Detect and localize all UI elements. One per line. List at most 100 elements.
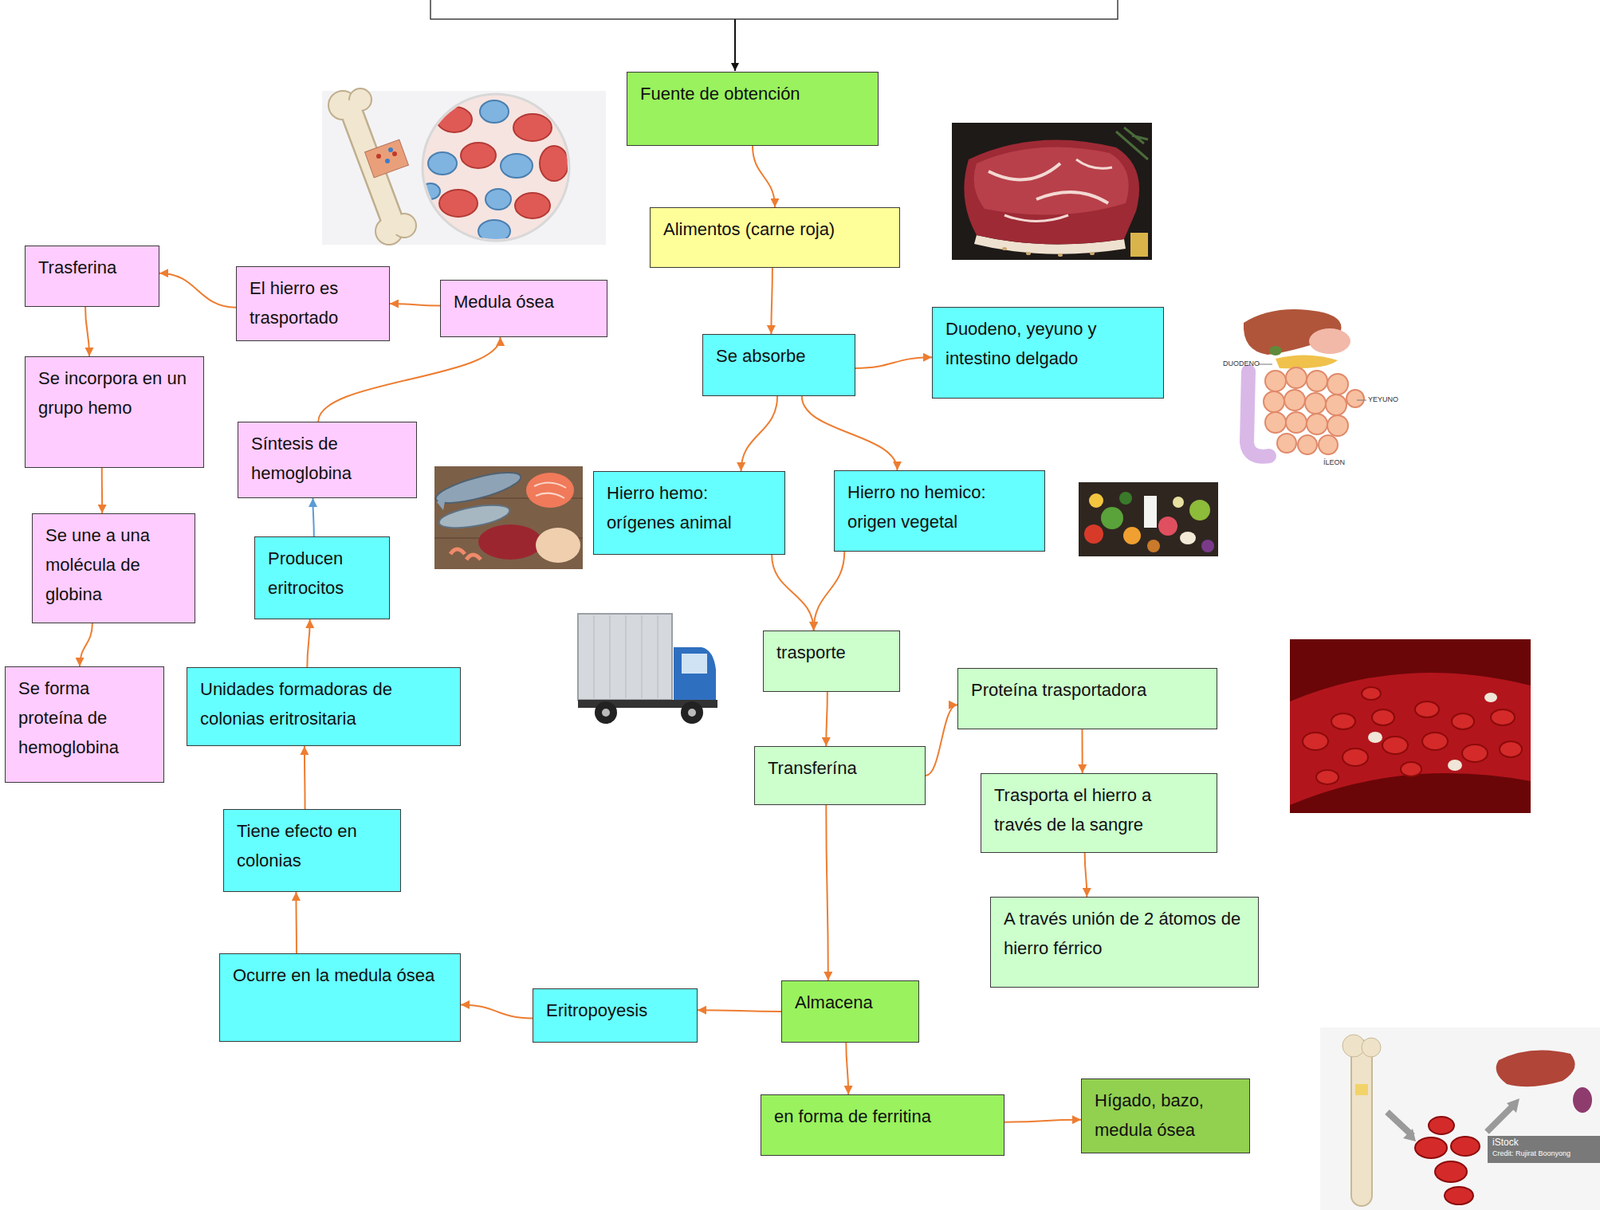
animal-food-photo [450, 549, 481, 560]
flow-arrow [1081, 729, 1083, 774]
flow-arrow [101, 467, 103, 514]
concept-text: Tiene efecto en colonias [236, 816, 388, 876]
image-caption: YEYUNO [1368, 396, 1399, 405]
intestine-picture [1265, 412, 1286, 433]
intestine-picture [1284, 389, 1306, 411]
flow-arrow [79, 623, 93, 667]
concept-box: Se absorbe [702, 334, 856, 397]
blood-vessel-picture [1316, 770, 1339, 785]
concept-text: Producen eritrocitos [267, 543, 377, 603]
intestine-picture [1306, 370, 1328, 392]
intestine-picture [1318, 435, 1338, 455]
truck-icon [593, 615, 595, 699]
blood-vessel-picture [1342, 748, 1369, 767]
bone-blood-liver-picture [1387, 1112, 1413, 1137]
vegetable-food-photo [1123, 526, 1141, 545]
concept-box: Se incorpora en un grupo hemo [24, 356, 205, 468]
blood-cells [439, 189, 478, 217]
truck-icon [577, 613, 673, 700]
concept-box: Hierro hemo: orígenes animal [593, 471, 786, 555]
intestine-picture [1306, 413, 1328, 435]
flow-arrow [1004, 1120, 1082, 1123]
blood-vessel-picture [1361, 687, 1381, 700]
concept-text: Transferína [767, 753, 913, 783]
blood-cells [485, 188, 512, 210]
concept-box: Alimentos (carne roja) [649, 207, 901, 268]
blood-cells [420, 100, 569, 243]
animal-food-photo [478, 524, 543, 560]
truck-icon [577, 613, 718, 724]
flow-arrow [318, 337, 500, 422]
bone-marrow-picture [392, 151, 398, 157]
blood-vessel-picture [1371, 709, 1395, 726]
concept-text: A través unión de 2 átomos de hierro fér… [1003, 904, 1246, 964]
concept-text: Medula ósea [453, 286, 594, 317]
flow-arrow [825, 691, 828, 747]
bone-blood-liver-picture [1428, 1116, 1455, 1135]
blood-vessel-picture [1331, 713, 1356, 730]
empty-top-box [430, 0, 1118, 20]
blood-cells [420, 183, 441, 200]
blood-vessel-picture [1368, 731, 1383, 743]
red-meat-photo [1130, 232, 1148, 257]
intestine-picture [1327, 373, 1349, 395]
blood-vessel-picture [1422, 732, 1448, 751]
concept-text: Se absorbe [715, 341, 842, 371]
truck-icon [687, 708, 696, 717]
animal-food-photo [535, 527, 581, 563]
blood-vessel-picture [1289, 639, 1531, 814]
blood-vessel-picture [1451, 713, 1475, 730]
concept-box: Unidades formadoras de colonias eritrosi… [186, 667, 461, 747]
bone-marrow-picture [365, 139, 409, 178]
concept-box: Medula ósea [440, 279, 608, 338]
concept-text: Alimentos (carne roja) [663, 214, 887, 244]
red-meat-photo [1057, 253, 1063, 257]
animal-food-photo [433, 466, 524, 510]
concept-box: Hígado, bazo, medula ósea [1081, 1078, 1251, 1154]
concept-box: El hierro es trasportado [235, 266, 390, 342]
connector-group [79, 145, 1087, 1123]
flow-arrow [306, 619, 310, 668]
blood-vessel-picture [1415, 701, 1439, 718]
concept-box: Síntesis de hemoglobina [237, 421, 417, 499]
flow-arrow [741, 396, 779, 472]
concept-box: Trasporta el hierro a través de la sangr… [980, 773, 1218, 854]
blood-cells [500, 153, 533, 178]
vegetable-food-photo [1084, 524, 1104, 544]
concept-box: Duodeno, yeyuno y intestino delgado [931, 306, 1164, 399]
bone-blood-liver-picture [1415, 1116, 1480, 1205]
blood-vessel-picture [1400, 762, 1422, 777]
blood-cells [460, 142, 496, 169]
intestine-picture [1356, 400, 1367, 401]
truck-icon [594, 701, 618, 724]
bone-blood-liver-picture [1572, 1087, 1593, 1113]
intestine-picture [1269, 345, 1282, 356]
truck-icon [657, 615, 659, 699]
intestine-picture [1305, 393, 1326, 414]
concept-text: Hierro no hemico: origen vegetal [847, 477, 1032, 537]
blood-cells [514, 192, 551, 219]
animal-food-photo [433, 466, 583, 570]
concept-box: Ocurre en la medula ósea [219, 953, 461, 1042]
concept-box: Hierro no hemico: origen vegetal [833, 470, 1046, 552]
flow-arrow [771, 554, 814, 631]
red-meat-photo [1076, 159, 1113, 169]
animal-food-photo [534, 482, 567, 499]
bone-blood-liver-picture [1487, 1136, 1600, 1164]
intestine-picture [1325, 394, 1347, 416]
blood-vessel-picture [1302, 687, 1522, 785]
blood-vessel-picture [1484, 692, 1498, 703]
flow-arrow [825, 805, 829, 981]
bone-blood-liver-picture [1352, 1050, 1372, 1196]
vegetable-food-photo [1158, 516, 1178, 536]
concept-text: Se forma proteína de hemoglobina [18, 673, 151, 763]
bone-blood-liver-picture [1320, 1027, 1600, 1210]
flow-arrow [801, 396, 898, 471]
blood-vessel-picture [1302, 732, 1329, 751]
concept-text: trasporte [776, 637, 887, 668]
bone-blood-liver-picture [1486, 1104, 1515, 1133]
flow-arrow [294, 892, 298, 954]
concept-text: Ocurre en la medula ósea [232, 960, 448, 991]
truck-icon [681, 653, 708, 674]
blood-vessel-picture [1289, 672, 1531, 806]
